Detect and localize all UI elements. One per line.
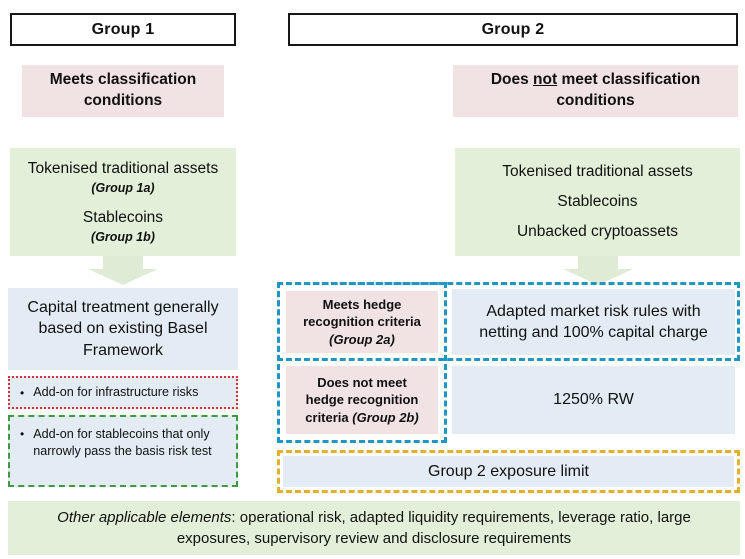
- group-1-addon-stablecoins-text: Add-on for stablecoins that only narrowl…: [33, 427, 212, 458]
- group-1-capital-treatment: Capital treatment generally based on exi…: [8, 288, 238, 370]
- other-applicable-elements-bar: Other applicable elements: operational r…: [8, 501, 740, 555]
- group-2-classification-condition: Does not meet classification conditions: [453, 65, 738, 117]
- group-2-exposure-limit-frame: [277, 450, 740, 493]
- group-2a-treatment-text: Adapted market risk rules with netting a…: [479, 302, 708, 341]
- group-1-asset-1-label: (Group 1a): [91, 180, 155, 195]
- group-1-capital-treatment-text: Capital treatment generally based on exi…: [27, 299, 219, 359]
- group-2-asset-3: Unbacked cryptoassets: [516, 223, 679, 241]
- group-2-title: Group 2: [481, 20, 545, 38]
- group-2a-dashed-frame: [277, 282, 740, 361]
- group-2-condition-emphasis: not: [533, 71, 558, 89]
- group-2-asset-1: Tokenised traditional assets: [502, 162, 693, 180]
- group-1-classification-condition: Meets classification conditions: [22, 65, 224, 117]
- bullet-dot-icon: •: [20, 385, 25, 400]
- group-2-asset-2: Stablecoins: [557, 192, 638, 210]
- group-1-header: Group 1: [10, 13, 236, 46]
- group-2-asset-box: Tokenised traditional assets Stablecoins…: [455, 148, 740, 256]
- group-2b-line-3: criteria: [305, 409, 353, 425]
- footer-emphasis: Other applicable elements: [57, 509, 232, 526]
- group-2a-treatment-box: Adapted market risk rules with netting a…: [452, 289, 735, 355]
- footer-text: : operational risk, adapted liquidity re…: [176, 509, 691, 547]
- group-1-addon-infrastructure: • Add-on for infrastructure risks: [8, 376, 238, 409]
- group-2-condition-post: meet classification: [557, 71, 701, 89]
- group-1-addon-infrastructure-text: Add-on for infrastructure risks: [33, 385, 199, 399]
- group-2-condition-line-2: conditions: [556, 92, 635, 109]
- group-2b-label: (Group 2b): [352, 409, 419, 425]
- group-2a-line-1: Meets hedge: [322, 297, 402, 313]
- group-2a-hedge-criteria-box: Meets hedge recognition criteria (Group …: [286, 291, 438, 353]
- group-2-exposure-limit-box: Group 2 exposure limit: [283, 456, 734, 487]
- group-1-asset-box: Tokenised traditional assets (Group 1a) …: [10, 148, 236, 256]
- group-2-flow-arrow-icon: [563, 256, 633, 286]
- group-1-asset-1: Tokenised traditional assets: [27, 159, 219, 177]
- group-2b-treatment-box: 1250% RW: [452, 366, 735, 434]
- group-2-header: Group 2: [288, 13, 738, 46]
- group-2-condition-line-1: Does not meet classification: [491, 70, 700, 91]
- group-2a-line-2: recognition criteria: [303, 314, 421, 330]
- group-2b-line-1: Does not meet: [317, 375, 407, 391]
- group-2-condition-pre: Does: [490, 71, 534, 89]
- group-1-title: Group 1: [91, 20, 155, 38]
- group-1-asset-2-label: (Group 1b): [91, 230, 155, 245]
- bullet-dot-icon: •: [20, 427, 25, 441]
- group-2b-line-2: hedge recognition: [305, 392, 419, 408]
- group-1-addon-stablecoins: • Add-on for stablecoins that only narro…: [8, 415, 238, 487]
- group-1-flow-arrow-icon: [88, 256, 158, 286]
- group-2a-label: (Group 2a): [329, 331, 395, 347]
- group-1-condition-line-1: Meets classification: [49, 71, 197, 89]
- group-2b-treatment-text: 1250% RW: [553, 391, 634, 409]
- group-2b-hedge-criteria-box: Does not meet hedge recognition criteria…: [286, 366, 438, 434]
- group-1-condition-line-2: conditions: [83, 92, 163, 109]
- group-2-exposure-limit-text: Group 2 exposure limit: [428, 462, 589, 480]
- group-1-asset-2: Stablecoins: [82, 209, 164, 226]
